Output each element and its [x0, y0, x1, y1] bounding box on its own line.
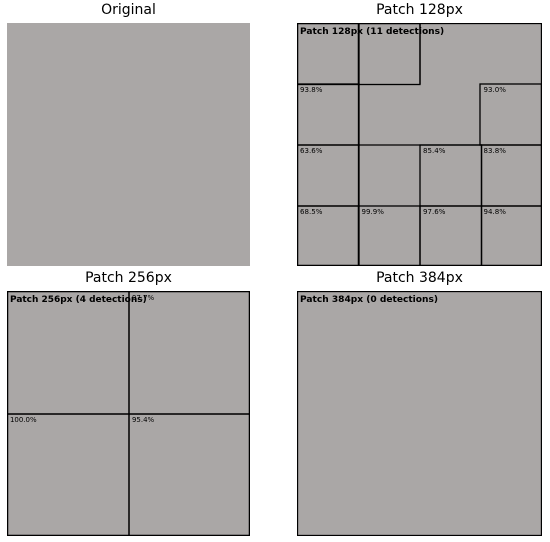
- score-label: 85.4%: [423, 146, 446, 155]
- score-label: 100.0%: [10, 415, 37, 424]
- score-label: 83.8%: [484, 146, 507, 155]
- panel-original-image: [7, 23, 250, 266]
- score-label: 93.0%: [484, 85, 507, 94]
- panel-patch-128-image: Patch 128px (11 detections) 93.8% 93.0% …: [297, 23, 542, 266]
- patch-grid-384: [297, 291, 542, 536]
- score-label: 97.6%: [423, 207, 446, 216]
- patch-128-overlay-text: Patch 128px (11 detections): [300, 27, 444, 37]
- detection-box: [128, 413, 250, 536]
- panel-patch-256-image: Patch 256px (4 detections) 97.7% 100.0% …: [7, 291, 250, 536]
- patch-384-overlay-text: Patch 384px (0 detections): [300, 295, 438, 305]
- score-label: 63.6%: [300, 146, 323, 155]
- panel-title-patch-384: Patch 384px: [376, 270, 463, 286]
- patch-256-overlay-text: Patch 256px (4 detections): [10, 295, 147, 305]
- patch-grid-128: [297, 23, 542, 266]
- score-label: 99.9%: [362, 207, 385, 216]
- panel-title-patch-256: Patch 256px: [85, 270, 172, 286]
- detection-box: [480, 205, 542, 266]
- score-label: 97.7%: [132, 293, 155, 302]
- synthetic-scene: [297, 291, 542, 536]
- score-label: 68.5%: [300, 207, 323, 216]
- score-label: 94.8%: [484, 207, 507, 216]
- panel-patch-384-image: Patch 384px (0 detections): [297, 291, 542, 536]
- score-label: 95.4%: [132, 415, 155, 424]
- panel-title-original: Original: [101, 2, 156, 18]
- patch-grid-256: [7, 291, 250, 536]
- synthetic-scene: [7, 23, 250, 266]
- score-label: 93.8%: [300, 85, 323, 94]
- panel-title-patch-128: Patch 128px: [376, 2, 463, 18]
